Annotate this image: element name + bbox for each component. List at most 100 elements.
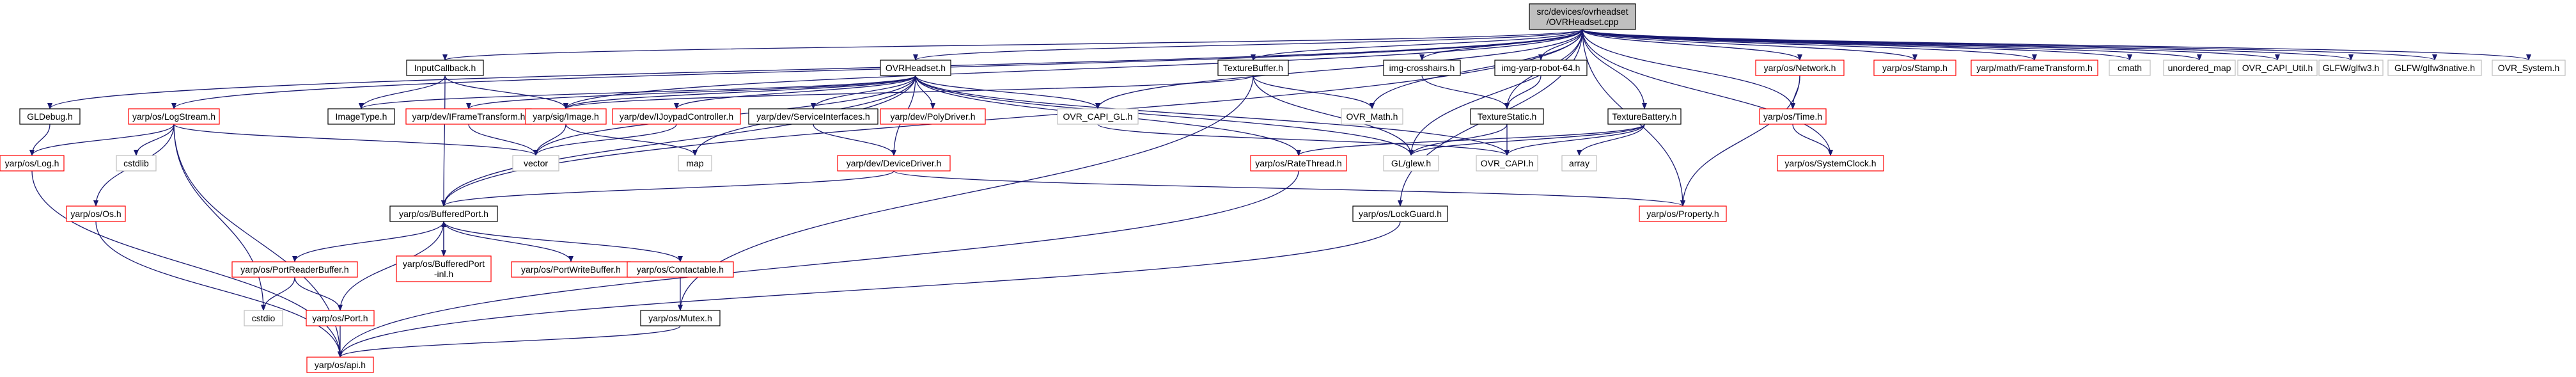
node-systemclock[interactable]: yarp/os/SystemClock.h [1777,155,1884,172]
edge-texturebattery-to-array [1577,124,1645,156]
node-devicedriver[interactable]: yarp/dev/DeviceDriver.h [837,155,951,172]
node-box [1470,108,1544,125]
edge-logstream-to-cstdlib [134,124,175,156]
node-texturestatic[interactable]: TextureStatic.h [1470,108,1544,125]
node-texturebuffer[interactable]: TextureBuffer.h [1217,60,1289,76]
edge-iframetransform-to-vector [468,124,538,156]
edge-root-to-ovr_capi_gl [1095,29,1583,109]
node-label: -inl.h [434,269,453,279]
node-ovr_capi_gl[interactable]: OVR_CAPI_GL.h [1057,108,1139,125]
node-vector[interactable]: vector [512,155,559,172]
edge-root-to-network [1582,29,1802,61]
node-logstream[interactable]: yarp/os/LogStream.h [128,108,220,125]
node-box [1476,155,1538,172]
node-label: GL/glew.h [1391,158,1431,168]
node-serviceinterfaces[interactable]: yarp/dev/ServiceInterfaces.h [748,108,878,125]
node-property[interactable]: yarp/os/Property.h [1639,205,1727,222]
node-array[interactable]: array [1561,155,1597,172]
node-box [327,108,395,125]
node-api[interactable]: yarp/os/api.h [306,357,374,373]
node-label: yarp/os/Os.h [70,209,121,219]
node-ovrheadset_h[interactable]: OVRHeadset.h [880,60,951,76]
edge-ovrheadset_h-to-bufferedport [441,75,916,207]
node-ovr_capi_util[interactable]: OVR_CAPI_Util.h [2237,60,2318,76]
node-ovr_math[interactable]: OVR_Math.h [1341,108,1403,125]
node-label: yarp/dev/PolyDriver.h [890,111,975,122]
node-imgcrosshairs[interactable]: img-crosshairs.h [1383,60,1461,76]
node-label: yarp/dev/DeviceDriver.h [847,158,942,168]
node-box [880,60,951,76]
node-label: yarp/sig/Image.h [533,111,599,122]
node-imgyarprobot[interactable]: img-yarp-robot-64.h [1494,60,1588,76]
node-time[interactable]: yarp/os/Time.h [1759,108,1827,125]
edge-ovrheadset_h-to-ijoypad [674,75,916,109]
node-box [306,357,374,373]
node-root[interactable]: src/devices/ovrheadset/OVRHeadset.cpp [1529,3,1636,30]
node-box [128,108,220,125]
edge-layer [29,29,2531,358]
node-log[interactable]: yarp/os/Log.h [0,155,65,172]
edge-root-to-stamp [1582,29,1917,61]
node-bufferedport[interactable]: yarp/os/BufferedPort.h [389,205,498,222]
node-os[interactable]: yarp/os/Os.h [66,205,126,222]
node-label: yarp/os/BufferedPort [403,259,485,269]
edge-imgyarprobot-to-texturestatic [1504,75,1542,109]
node-glfw3native[interactable]: GLFW/glfw3native.h [2387,60,2482,76]
node-glew[interactable]: GL/glew.h [1383,155,1439,172]
edge-root-to-glew [1409,29,1583,156]
node-contactable[interactable]: yarp/os/Contactable.h [627,261,734,278]
node-image[interactable]: yarp/sig/Image.h [525,108,607,125]
node-texturebattery[interactable]: TextureBattery.h [1607,108,1682,125]
edge-portreaderbuffer-to-cstdio [261,277,295,311]
edge-logstream-to-vector [173,124,538,156]
node-ijoypad[interactable]: yarp/dev/IJoypadController.h [612,108,741,125]
node-ovr_capi[interactable]: OVR_CAPI.h [1476,155,1538,172]
node-iframetransform[interactable]: yarp/dev/IFrameTransform.h [405,108,532,125]
node-box [1971,60,2098,76]
node-polydriver[interactable]: yarp/dev/PolyDriver.h [880,108,986,125]
node-label: OVR_CAPI.h [1481,158,1533,168]
node-label: yarp/dev/IJoypadController.h [620,111,733,122]
node-glfw3[interactable]: GLFW/glfw3.h [2318,60,2384,76]
node-label: yarp/os/Property.h [1646,209,1719,219]
node-cmath[interactable]: cmath [2109,60,2151,76]
node-label: yarp/os/PortWriteBuffer.h [521,264,621,275]
node-cstdio[interactable]: cstdio [244,310,283,326]
edge-root-to-logstream [171,29,1583,109]
node-bufferedport_inl[interactable]: yarp/os/BufferedPort-inl.h [396,255,492,282]
node-label: yarp/os/BufferedPort.h [399,209,488,219]
node-box [837,155,951,172]
edge-inputcallback-to-bufferedport [441,75,447,207]
node-box [1639,205,1727,222]
edge-root-to-ovr_system [1582,29,2531,61]
node-network[interactable]: yarp/os/Network.h [1755,60,1845,76]
node-ratethread[interactable]: yarp/os/RateThread.h [1250,155,1347,172]
node-cstdlib[interactable]: cstdlib [116,155,157,172]
node-portreaderbuffer[interactable]: yarp/os/PortReaderBuffer.h [231,261,358,278]
node-box [1494,60,1588,76]
edge-serviceinterfaces-to-devicedriver [813,124,896,156]
node-frametransform[interactable]: yarp/math/FrameTransform.h [1971,60,2098,76]
node-box [1777,155,1884,172]
node-gldebug[interactable]: GLDebug.h [19,108,81,125]
node-label: GLFW/glfw3native.h [2394,63,2475,73]
node-port[interactable]: yarp/os/Port.h [306,310,375,326]
node-box [389,205,498,222]
edge-bufferedport-to-portreaderbuffer [292,221,444,262]
edge-ratethread-to-api [338,170,1299,358]
node-unordered_map[interactable]: unordered_map [2163,60,2236,76]
edge-bufferedport-to-portwritebuffer [443,221,574,262]
node-mutex[interactable]: yarp/os/Mutex.h [640,310,721,326]
node-stamp[interactable]: yarp/os/Stamp.h [1873,60,1956,76]
node-ovr_system[interactable]: OVR_System.h [2492,60,2566,76]
node-imagetype[interactable]: ImageType.h [327,108,395,125]
node-label: cmath [2118,63,2142,73]
node-map[interactable]: map [678,155,712,172]
node-label: array [1569,158,1589,168]
node-label: yarp/os/LogStream.h [132,111,215,122]
node-portwritebuffer[interactable]: yarp/os/PortWriteBuffer.h [511,261,631,278]
node-box [748,108,878,125]
node-label: yarp/os/Mutex.h [648,313,712,323]
node-inputcallback[interactable]: InputCallback.h [406,60,484,76]
node-lockguard[interactable]: yarp/os/LockGuard.h [1352,205,1448,222]
